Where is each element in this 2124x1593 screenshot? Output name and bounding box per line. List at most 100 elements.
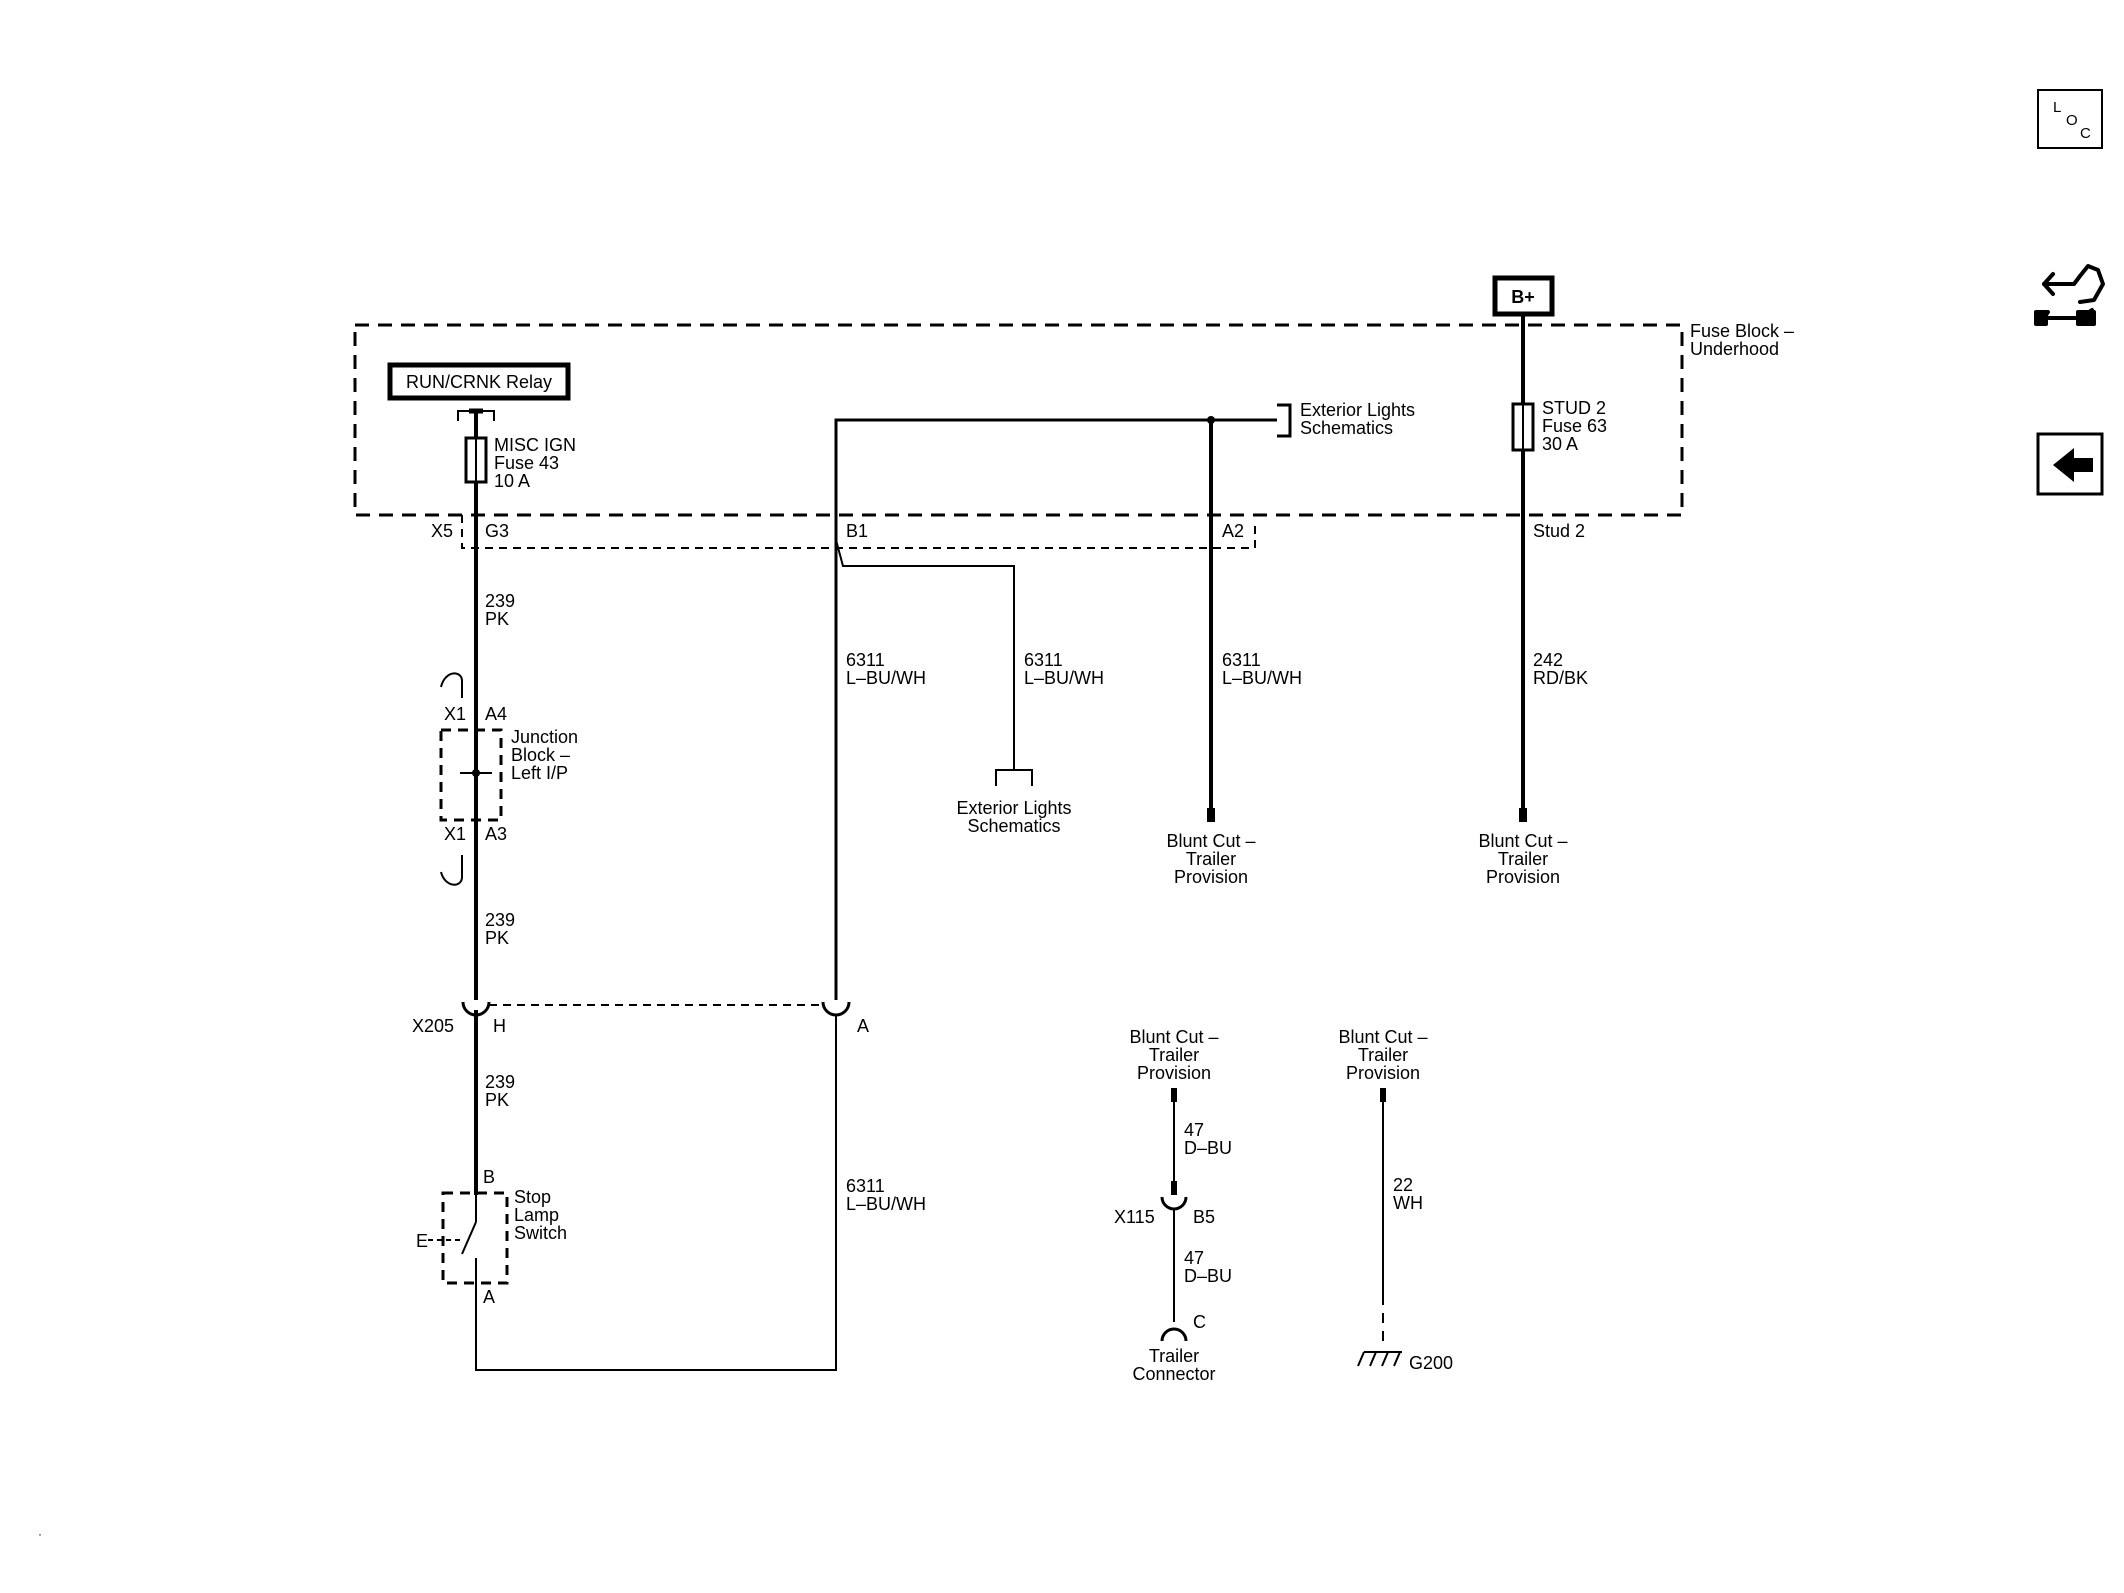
a2-label: A2 [1222,521,1244,541]
trailer-connector-label-1: Trailer [1149,1346,1199,1366]
x5-connector-boundary [461,515,1256,549]
location-icon-o: O [2066,112,2078,129]
misc-fuse-label-1: MISC IGN [494,435,576,455]
blunt4-label-1: Blunt Cut – [1338,1027,1427,1047]
blunt2-label-2: Trailer [1498,849,1548,869]
ext-lights-mid-label-2: Schematics [967,816,1060,836]
ext-lights-top-label-2: Schematics [1300,418,1393,438]
wire-239b-label-1: 239 [485,910,515,930]
junction-label-1: Junction [511,727,578,747]
ext-lights-mid-label-1: Exterior Lights [956,798,1071,818]
wire-6311b-label-2: L–BU/WH [1024,668,1104,688]
run-crnk-relay-box [387,362,571,401]
x1-a4-connector [440,672,463,698]
blunt1-label-2: Trailer [1186,849,1236,869]
wire-239c-label-1: 239 [485,1072,515,1092]
h-label: H [493,1016,506,1036]
switch-e-label: E [416,1231,428,1251]
wire-242-label-1: 242 [1533,650,1563,670]
wire-47a-label-2: D–BU [1184,1138,1232,1158]
x1-bottom-label: X1 [444,824,466,844]
stud2-label: Stud 2 [1533,521,1585,541]
x205-label: X205 [412,1016,454,1036]
wire-239b-label-2: PK [485,928,509,948]
misc-fuse-label-2: Fuse 43 [494,453,559,473]
run-crnk-relay-label: RUN/CRNK Relay [406,372,552,392]
location-button[interactable]: L O C [2037,89,2103,149]
wire-6311-branch [835,539,1015,770]
wire-22-label-1: 22 [1393,1175,1413,1195]
ext-lights-top-label-1: Exterior Lights [1300,400,1415,420]
g200-label: G200 [1409,1353,1453,1373]
wire-47b-label-1: 47 [1184,1248,1204,1268]
stop-switch-label-2: Lamp [514,1205,559,1225]
blunt1-label-1: Blunt Cut – [1166,831,1255,851]
stud-fuse-label-3: 30 A [1542,434,1578,454]
x115-b5-connector [1160,1196,1188,1211]
connector-view-icon [2034,264,2105,326]
trailer-connector-c [1160,1327,1188,1342]
blunt2-label-1: Blunt Cut – [1478,831,1567,851]
wire-6311c-label-2: L–BU/WH [1222,668,1302,688]
x5-label: X5 [431,521,453,541]
junction-label-3: Left I/P [511,763,568,783]
stop-lamp-switch-contact [461,1221,477,1255]
wire-6311a-label-2: L–BU/WH [846,668,926,688]
stop-switch-label-3: Switch [514,1223,567,1243]
wire-239-label-1: 239 [485,591,515,611]
g3-label: G3 [485,521,509,541]
misc-fuse-label-3: 10 A [494,471,530,491]
back-button[interactable] [2036,432,2104,496]
wire-239c-label-2: PK [485,1090,509,1110]
wire-6311d-label-2: L–BU/WH [846,1194,926,1214]
blunt3-label-3: Provision [1137,1063,1211,1083]
wire-47b-label-2: D–BU [1184,1266,1232,1286]
x205-a-connector [821,1001,851,1017]
wire-47a-label-1: 47 [1184,1120,1204,1140]
location-icon [2037,89,2103,149]
stop-lamp-switch-boundary [441,1191,509,1285]
wire-6311c-label-1: 6311 [1222,650,1261,670]
chassis-ground-icon [1357,1351,1402,1367]
connector-view-button[interactable] [2034,264,2105,326]
blunt3-label-1: Blunt Cut – [1129,1027,1218,1047]
x1-top-label: X1 [444,704,466,724]
x1-a3-connector [440,855,463,886]
battery-positive-label: B+ [1511,287,1535,307]
stop-switch-label-1: Stop [514,1187,551,1207]
wire-6311a-label-1: 6311 [846,650,885,670]
a3-label: A3 [485,824,507,844]
wire-22-label-2: WH [1393,1193,1423,1213]
wire-242-label-2: RD/BK [1533,668,1588,688]
fuse-block-label-2: Underhood [1690,339,1779,359]
location-icon-l: L [2053,99,2061,116]
wire-6311d-label-1: 6311 [846,1176,885,1196]
blunt1-label-3: Provision [1174,867,1248,887]
location-icon-c: C [2080,125,2091,142]
a4-label: A4 [485,704,507,724]
trailer-connector-label-2: Connector [1132,1364,1215,1384]
wire-6311-main [834,418,1277,1000]
switch-a-label: A [483,1287,495,1307]
page-mark: · [38,1527,42,1541]
junction-block-boundary [439,728,503,822]
blunt3-label-2: Trailer [1149,1045,1199,1065]
back-arrow-icon [2053,448,2093,482]
c-label: C [1193,1312,1206,1332]
b1-label: B1 [846,521,868,541]
wire-6311b-label-1: 6311 [1024,650,1063,670]
wire-239-label-2: PK [485,609,509,629]
ext-lights-mid-connector [995,769,1033,786]
b5-label: B5 [1193,1207,1215,1227]
stud-fuse-label-1: STUD 2 [1542,398,1606,418]
blunt4-label-3: Provision [1346,1063,1420,1083]
fuse-block-label-1: Fuse Block – [1690,321,1794,341]
x115-label: X115 [1114,1207,1155,1227]
blunt4-label-2: Trailer [1358,1045,1408,1065]
wire-6311-return-loop [475,1015,837,1371]
junction-label-2: Block – [511,745,570,765]
a-connector-label: A [857,1016,869,1036]
ext-lights-top-bracket [1277,403,1292,438]
stud-fuse-label-2: Fuse 63 [1542,416,1607,436]
